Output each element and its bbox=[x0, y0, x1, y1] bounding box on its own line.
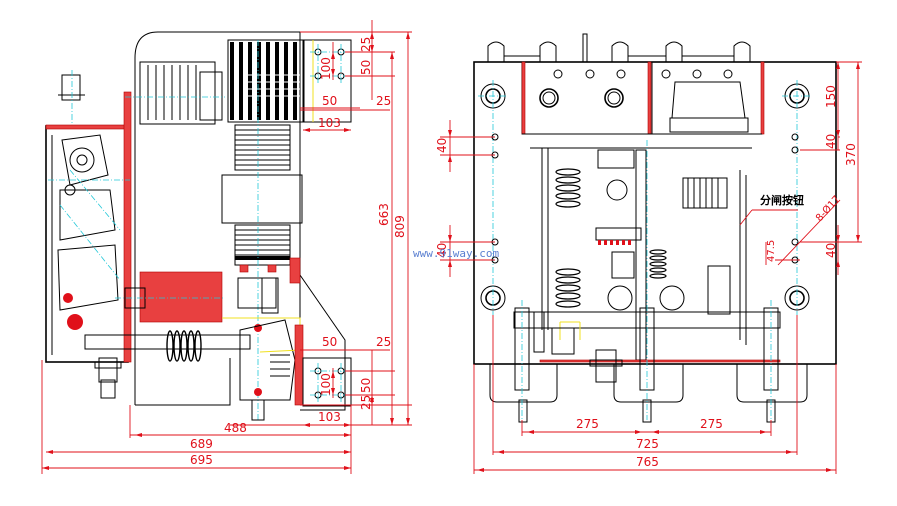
dim-275-right: 275 bbox=[700, 417, 723, 431]
dim-left-40-upper: 40 bbox=[435, 138, 449, 153]
bottom-mounting-plate bbox=[302, 357, 352, 407]
front-view-dimensions: 40 40 150 40 370 40 47.5 8-Ø17 分闸按钮 275 … bbox=[435, 61, 862, 474]
dim-top-50-vert: 50 bbox=[359, 60, 373, 75]
heat-sink bbox=[227, 39, 305, 123]
dim-top-25: 25 bbox=[359, 37, 373, 52]
dim-right-40-lower: 40 bbox=[824, 243, 838, 258]
dim-bottom-50-vert: 50 bbox=[359, 378, 373, 393]
dim-top-50-horiz: 50 bbox=[322, 94, 337, 108]
corner-holes bbox=[478, 69, 812, 315]
front-view: 40 40 150 40 370 40 47.5 8-Ø17 分闸按钮 275 … bbox=[435, 33, 862, 474]
dim-689: 689 bbox=[190, 437, 213, 451]
trip-button-label: 分闸按钮 bbox=[760, 193, 804, 207]
side-view-dimensions: 25 100 50 50 25 103 663 809 50 25 100 50… bbox=[41, 20, 412, 474]
upper-bushing bbox=[125, 61, 225, 125]
dim-bottom-50-horiz: 50 bbox=[322, 335, 337, 349]
dim-150: 150 bbox=[824, 85, 838, 108]
dim-809: 809 bbox=[393, 215, 407, 238]
closing-springs bbox=[541, 148, 667, 330]
front-frame bbox=[473, 61, 837, 365]
lower-bushing bbox=[115, 271, 279, 323]
dim-370: 370 bbox=[844, 143, 858, 166]
frame bbox=[134, 31, 346, 411]
dim-bottom-103: 103 bbox=[318, 410, 341, 424]
dim-top-100: 100 bbox=[319, 57, 333, 80]
dim-275-left: 275 bbox=[576, 417, 599, 431]
dim-left-40-lower: 40 bbox=[435, 243, 449, 258]
dim-488: 488 bbox=[224, 421, 247, 435]
vacuum-interrupter bbox=[221, 40, 303, 420]
dim-663: 663 bbox=[377, 203, 391, 226]
dim-bottom-100: 100 bbox=[319, 373, 333, 396]
poles bbox=[489, 140, 808, 423]
dim-bottom-25: 25 bbox=[359, 395, 373, 410]
top-mounting-plate bbox=[302, 39, 352, 123]
lifting-lugs bbox=[487, 33, 751, 63]
dim-47-5: 47.5 bbox=[766, 240, 777, 262]
dim-hole-spec: 8-Ø17 bbox=[813, 193, 842, 224]
dim-695: 695 bbox=[190, 453, 213, 467]
linkage bbox=[84, 317, 304, 421]
dim-725: 725 bbox=[636, 437, 659, 451]
mounting-holes bbox=[491, 133, 799, 264]
dim-top-103: 103 bbox=[318, 116, 341, 130]
dim-bottom-25-right: 25 bbox=[376, 335, 391, 349]
watermark: www.91way.com bbox=[413, 247, 499, 260]
side-view: 25 100 50 50 25 103 663 809 50 25 100 50… bbox=[41, 20, 412, 474]
dim-765: 765 bbox=[636, 455, 659, 469]
operating-mechanism bbox=[45, 70, 132, 399]
dim-right-40-upper: 40 bbox=[824, 134, 838, 149]
dim-top-25-right: 25 bbox=[376, 94, 391, 108]
